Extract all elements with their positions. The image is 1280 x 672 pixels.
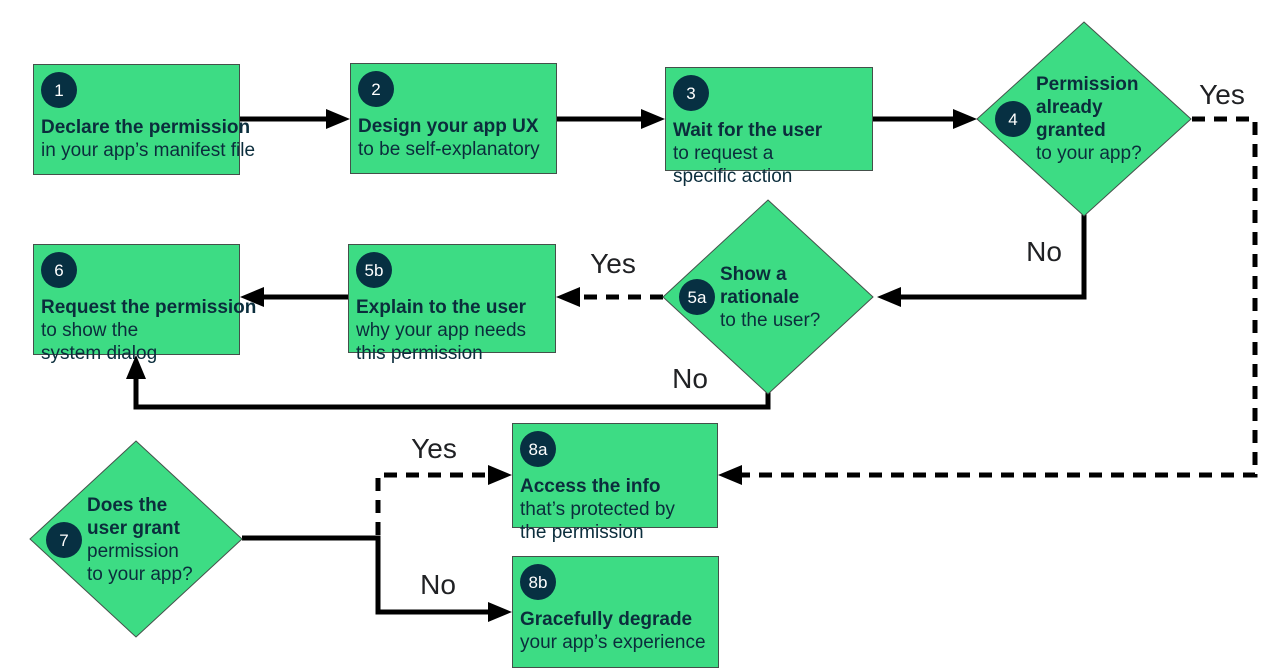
step-number-badge: 5b xyxy=(356,252,392,288)
step-number-badge: 5a xyxy=(679,279,715,315)
edge-label-yes-5a: Yes xyxy=(590,248,636,279)
node-title: Access the info xyxy=(520,476,661,497)
step-number-badge: 8a xyxy=(520,431,556,467)
node-step1: 1 Declare the permission in your app’s m… xyxy=(33,64,256,175)
step-number-badge: 7 xyxy=(46,522,82,558)
arrowhead-2-3 xyxy=(641,109,665,129)
node-text: that’s protected by xyxy=(520,499,675,520)
arrowhead-5a-yes xyxy=(556,287,580,307)
node-title: Declare the permission xyxy=(41,117,251,138)
node-text: in your app’s manifest file xyxy=(41,140,256,161)
node-title: Wait for the user xyxy=(673,120,823,141)
node-step8b: 8b Gracefully degrade your app’s experie… xyxy=(512,556,719,668)
node-title: already xyxy=(1036,97,1103,118)
node-text: to your app? xyxy=(87,564,193,585)
edge-7-no xyxy=(242,535,489,615)
node-title: rationale xyxy=(720,286,800,308)
edge-5a-no xyxy=(133,378,771,410)
node-text: this permission xyxy=(356,343,483,364)
node-text: to request a xyxy=(673,143,774,164)
node-title: Design your app UX xyxy=(358,116,539,137)
node-title: Does the xyxy=(87,495,168,516)
arrowhead-4-no xyxy=(877,287,901,307)
step-number-badge: 6 xyxy=(41,252,77,288)
edge-label-yes-7: Yes xyxy=(411,433,457,464)
arrowhead-7-no xyxy=(488,602,512,622)
node-step7: 7 Does the user grant permission to your… xyxy=(46,492,231,588)
edge-label-yes-4: Yes xyxy=(1199,79,1245,110)
decision-diamond-7 xyxy=(29,440,243,638)
node-title: Explain to the user xyxy=(356,297,526,318)
step-number-badge: 1 xyxy=(41,72,77,108)
node-step2: 2 Design your app UX to be self-explanat… xyxy=(350,63,557,174)
arrowhead-5b-6 xyxy=(240,287,264,307)
node-text: specific action xyxy=(673,166,793,187)
arrowhead-7-yes xyxy=(488,465,512,485)
step-number-badge: 4 xyxy=(995,101,1031,137)
edge-label-no-5a: No xyxy=(672,363,708,394)
step-number-badge: 8b xyxy=(520,564,556,600)
decision-diamond-4 xyxy=(976,21,1192,217)
node-title: user grant xyxy=(87,518,180,539)
node-step4: 4 Permission already granted to your app… xyxy=(995,67,1180,171)
edge-4-no xyxy=(899,214,1087,300)
node-step5b: 5b Explain to the user why your app need… xyxy=(348,244,556,364)
node-title: Gracefully degrade xyxy=(520,609,693,630)
node-text: system dialog xyxy=(41,343,158,364)
edge-7-yes xyxy=(375,472,487,535)
node-text: permission xyxy=(87,541,179,562)
node-text: to be self-explanatory xyxy=(358,139,540,160)
arrowhead-5a-no xyxy=(126,355,146,379)
decision-diamond-5a xyxy=(662,199,874,395)
node-text: to the user? xyxy=(720,309,821,331)
node-text: why your app needs xyxy=(356,320,527,341)
node-text: your app’s experience xyxy=(520,632,706,653)
node-title: Request the permission xyxy=(41,297,257,318)
edge-label-no-4: No xyxy=(1026,236,1062,267)
node-title: granted xyxy=(1036,120,1106,141)
node-step3: 3 Wait for the user to request a specifi… xyxy=(665,67,873,187)
node-title: Show a xyxy=(720,263,787,285)
step-number-badge: 2 xyxy=(358,71,394,107)
arrowhead-1-2 xyxy=(326,109,350,129)
node-step6: 6 Request the permission to show the sys… xyxy=(33,244,257,364)
node-text: to your app? xyxy=(1036,143,1142,164)
node-step8a: 8a Access the info that’s protected by t… xyxy=(512,423,718,543)
arrowhead-3-4 xyxy=(953,109,977,129)
node-step5a: 5a Show a rationale to the user? xyxy=(679,259,864,335)
node-text: the permission xyxy=(520,522,644,543)
node-text: to show the xyxy=(41,320,139,341)
edge-4-yes xyxy=(740,116,1258,478)
arrowhead-4-yes xyxy=(718,465,742,485)
edge-label-no-7: No xyxy=(420,569,456,600)
step-number-badge: 3 xyxy=(673,75,709,111)
node-title: Permission xyxy=(1036,74,1139,95)
